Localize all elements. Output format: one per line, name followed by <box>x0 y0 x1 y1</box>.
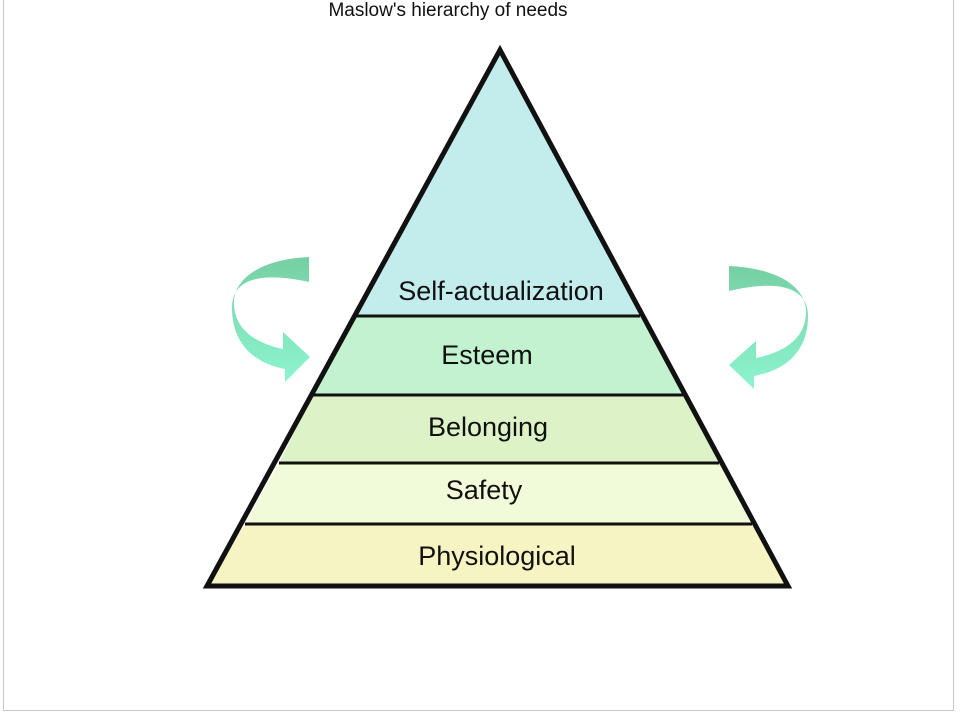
level-belonging <box>279 395 719 463</box>
diagram-title: Maslow's hierarchy of needs <box>328 0 568 21</box>
level-self-actualization <box>356 50 640 316</box>
diagram-frame <box>3 0 954 711</box>
level-dividers <box>245 314 752 526</box>
label-belonging: Belonging <box>428 412 548 442</box>
level-esteem <box>313 316 683 395</box>
curved-arrow-left-icon <box>232 257 310 382</box>
pyramid-outline <box>202 44 793 589</box>
label-physiological: Physiological <box>418 541 576 571</box>
level-physiological <box>207 524 788 586</box>
curved-arrow-right-icon <box>729 266 808 389</box>
label-esteem: Esteem <box>441 340 533 370</box>
label-safety: Safety <box>446 475 523 505</box>
level-safety <box>245 463 752 524</box>
label-self-actualization: Self-actualization <box>398 276 604 306</box>
